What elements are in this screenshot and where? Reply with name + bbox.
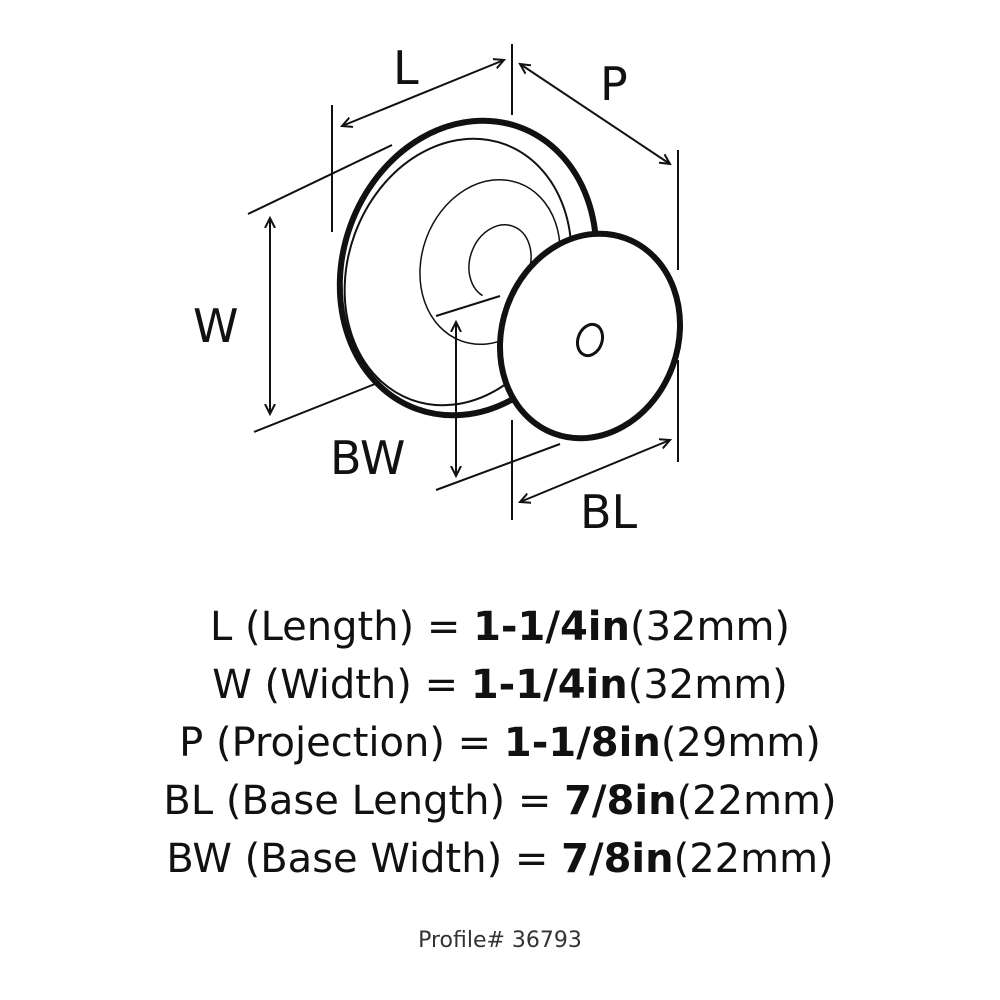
spec-symbol: L	[209, 604, 233, 650]
dim-BW-ext-top	[435, 295, 501, 317]
spec-imperial-value: 1-1/8in	[503, 720, 661, 766]
knob-face	[496, 230, 684, 442]
spec-metric-value: (22mm)	[676, 778, 837, 824]
spec-symbol: BL	[163, 778, 214, 824]
dim-label-BW: BW	[330, 431, 405, 485]
spec-description: (Projection) =	[203, 720, 504, 766]
spec-imperial-value: 7/8in	[564, 778, 677, 824]
dim-L-arrow	[342, 60, 504, 126]
spec-line-base-width: BW (Base Width) = 7/8in(22mm)	[0, 830, 1000, 888]
spec-symbol: P	[179, 720, 204, 766]
knob-dimension-diagram: L P W BW BL	[193, 41, 684, 539]
dim-BL-arrow	[520, 440, 670, 502]
spec-line-base-length: BL (Base Length) = 7/8in(22mm)	[0, 772, 1000, 830]
dimension-lines	[247, 44, 679, 520]
spec-description: (Base Length) =	[213, 778, 565, 824]
spec-imperial-value: 7/8in	[561, 836, 674, 882]
spec-description: (Base Width) =	[231, 836, 562, 882]
dim-label-P: P	[600, 57, 628, 111]
spec-line-width: W (Width) = 1-1/4in(32mm)	[0, 656, 1000, 714]
spec-symbol: W	[212, 662, 252, 708]
spec-symbol: BW	[166, 836, 232, 882]
spec-metric-value: (32mm)	[627, 662, 788, 708]
dimension-spec-list: L (Length) = 1-1/4in(32mm) W (Width) = 1…	[0, 598, 1000, 888]
spec-metric-value: (29mm)	[660, 720, 821, 766]
dim-W-ext-bottom	[253, 381, 381, 433]
dim-P-arrow	[520, 64, 670, 164]
knob-drawing	[336, 117, 684, 442]
spec-description: (Width) =	[251, 662, 471, 708]
dim-label-L: L	[393, 41, 419, 95]
spec-imperial-value: 1-1/4in	[473, 604, 630, 650]
profile-number: Profile# 36793	[418, 928, 582, 953]
dim-W-ext-top	[247, 144, 393, 215]
spec-line-length: L (Length) = 1-1/4in(32mm)	[0, 598, 1000, 656]
knob-face-hole	[575, 322, 605, 358]
spec-description: (Length) =	[232, 604, 474, 650]
spec-metric-value: (32mm)	[630, 604, 791, 650]
dim-label-W: W	[193, 299, 238, 353]
dim-BW-ext-bottom	[435, 443, 561, 491]
dim-label-BL: BL	[580, 485, 638, 539]
spec-imperial-value: 1-1/4in	[470, 662, 628, 708]
spec-line-projection: P (Projection) = 1-1/8in(29mm)	[0, 714, 1000, 772]
spec-metric-value: (22mm)	[673, 836, 834, 882]
